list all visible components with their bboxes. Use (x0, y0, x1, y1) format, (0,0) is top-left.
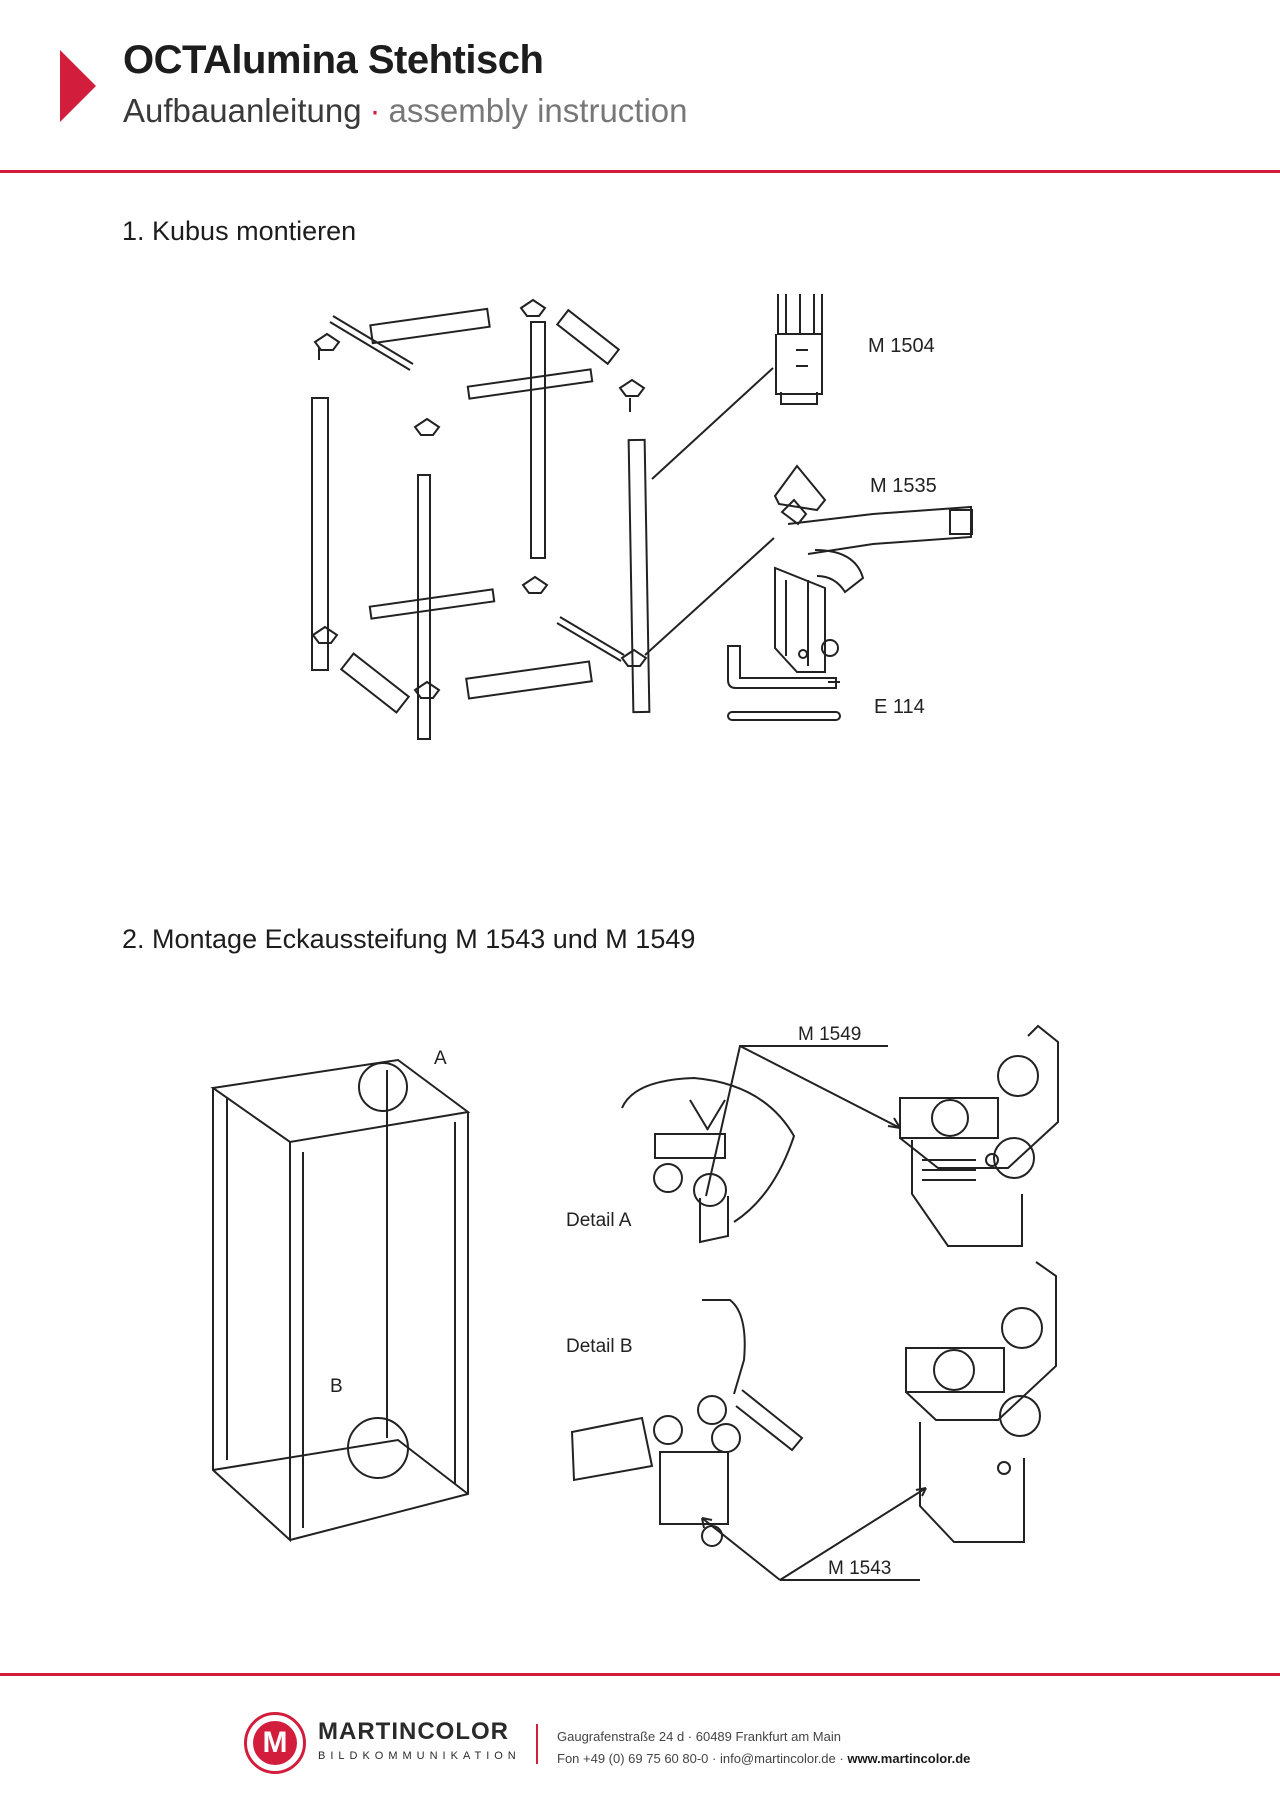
website-link[interactable]: www.martincolor.de (847, 1751, 971, 1766)
label-b: B (330, 1376, 343, 1397)
corner-bracing-drawing: A B Detail A Detail B M 1549 M 1543 (210, 1024, 1059, 1581)
leader-line (644, 537, 775, 656)
detail-a-drawing (621, 1076, 796, 1244)
label-detail-a: Detail A (566, 1210, 632, 1231)
label-m1549: M 1549 (798, 1024, 861, 1045)
profile-m1504-icon (775, 294, 823, 405)
cube-exploded-drawing: M 1504 M 1535 E 114 (311, 294, 973, 740)
header-rule (0, 170, 1280, 173)
detail-a-marker (358, 1062, 408, 1112)
address-line-2: Fon +49 (0) 69 75 60 80-0 · info@martinc… (557, 1748, 970, 1770)
footer-rule (0, 1673, 1280, 1676)
accent-triangle-icon (60, 50, 96, 122)
section-1-title: 1. Kubus montieren (122, 216, 357, 246)
section-2-title: 2. Montage Eckaussteifung M 1543 und M 1… (122, 924, 696, 954)
page-title: OCTAlumina Stehtisch (123, 38, 544, 82)
bottom-frame-parts (311, 575, 648, 714)
label-m1535: M 1535 (870, 475, 937, 497)
label-detail-b: Detail B (566, 1336, 633, 1357)
label-m1504: M 1504 (868, 335, 935, 357)
callout-lines (701, 1045, 927, 1581)
vertical-profiles (311, 321, 651, 740)
detail-b-marker (347, 1417, 409, 1479)
subtitle-separator: · (369, 92, 381, 129)
logo-letter: M (253, 1721, 297, 1765)
martincolor-logo: M (244, 1712, 306, 1774)
footer-separator (536, 1724, 538, 1764)
hex-key-e114-icon (727, 645, 841, 721)
label-m1543: M 1543 (828, 1558, 891, 1579)
contact-info: Fon +49 (0) 69 75 60 80-0 · info@martinc… (557, 1751, 848, 1766)
label-e114: E 114 (874, 696, 925, 718)
corner-connector-m1535-icon (773, 464, 973, 673)
label-a: A (434, 1048, 447, 1069)
subtitle-de: Aufbauanleitung (123, 92, 362, 129)
detail-b-drawing (570, 1299, 804, 1547)
brand-name: MARTINCOLOR (318, 1718, 509, 1745)
address-block: Gaugrafenstraße 24 d · 60489 Frankfurt a… (557, 1726, 970, 1770)
leader-line (651, 367, 774, 480)
address-line-1: Gaugrafenstraße 24 d · 60489 Frankfurt a… (557, 1729, 841, 1744)
brand-subline: BILDKOMMUNIKATION (318, 1750, 521, 1762)
page-subtitle: Aufbauanleitung·assembly instruction (123, 92, 688, 130)
assembled-cube-frame (210, 1058, 471, 1543)
subtitle-en: assembly instruction (388, 92, 688, 129)
top-frame-parts (313, 298, 646, 436)
bracket-m1549-icon (899, 1024, 1059, 1247)
bracket-m1543-icon (905, 1261, 1057, 1543)
